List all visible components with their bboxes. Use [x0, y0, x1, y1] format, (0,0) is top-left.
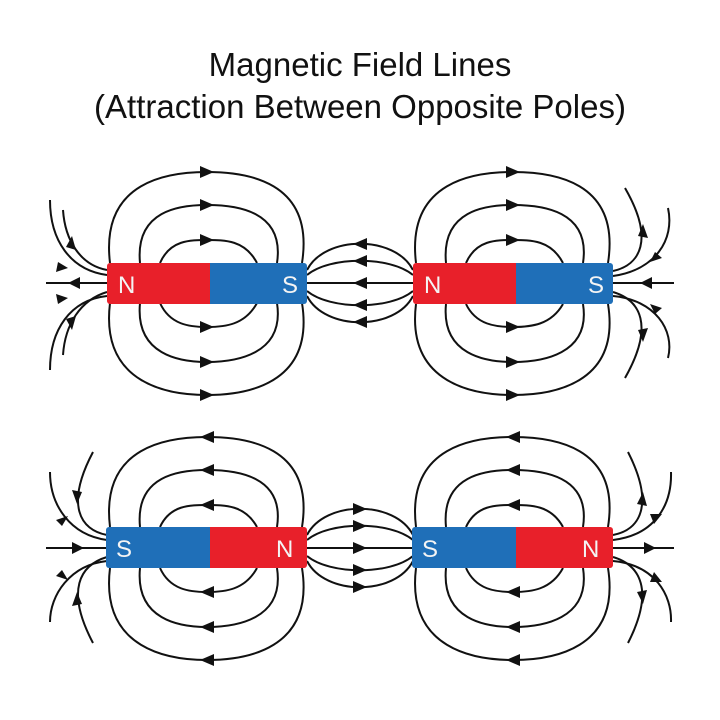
diagram-title: Magnetic Field Lines (Attraction Between…	[0, 44, 720, 128]
field-loops-top-magnet-2	[414, 166, 611, 401]
pole-label-n: N	[582, 536, 599, 563]
top-row: N S N S	[46, 166, 674, 401]
field-loops-bottom-magnet-2	[414, 431, 611, 666]
pole-label-s: S	[116, 536, 132, 563]
bottom-magnet-1: S N	[106, 527, 307, 568]
pole-label-n: N	[118, 272, 135, 299]
north-pole-block	[107, 263, 207, 304]
pole-label-n: N	[424, 272, 441, 299]
field-lines-right-end-top	[612, 187, 674, 379]
south-pole-block	[207, 263, 307, 304]
north-pole-block	[513, 527, 613, 568]
pole-label-s: S	[422, 536, 438, 563]
pole-label-s: S	[588, 272, 604, 299]
top-magnet-1: N S	[107, 263, 307, 304]
bottom-row: S N S N	[46, 431, 674, 666]
north-pole-block	[413, 263, 513, 304]
title-line-1: Magnetic Field Lines	[208, 46, 512, 83]
pole-label-s: S	[282, 272, 298, 299]
field-loops-bottom-magnet-1	[108, 431, 305, 666]
top-magnet-2: N S	[413, 263, 613, 304]
title-line-2: (Attraction Between Opposite Poles)	[94, 88, 626, 125]
south-pole-block	[106, 527, 207, 568]
field-loops-top-magnet-1	[108, 166, 305, 401]
pole-label-n: N	[276, 536, 293, 563]
south-pole-block	[513, 263, 613, 304]
field-lines-between-bottom	[306, 503, 414, 593]
field-lines-left-end-bottom	[46, 451, 108, 644]
field-lines-between-top	[306, 238, 414, 328]
north-pole-block	[207, 527, 307, 568]
field-lines-left-end-top	[46, 199, 108, 371]
south-pole-block	[412, 527, 513, 568]
bottom-magnet-2: S N	[412, 527, 613, 568]
field-lines-right-end-bottom	[612, 451, 674, 644]
